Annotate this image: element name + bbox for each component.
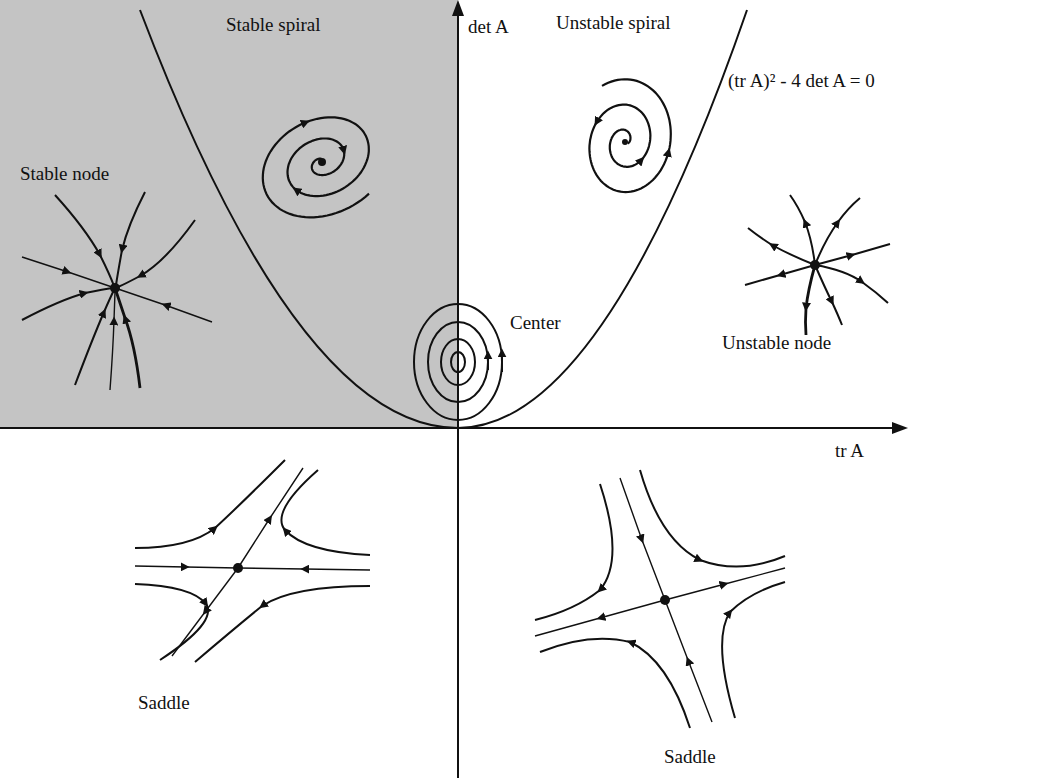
unstable-node-art xyxy=(745,195,890,335)
axis-arrowhead xyxy=(452,0,464,16)
fixed-point xyxy=(110,283,120,293)
equation-label: (tr A)² - 4 det A = 0 xyxy=(728,70,875,93)
axis-arrowhead xyxy=(892,422,908,434)
unstable-spiral-art xyxy=(589,79,670,192)
stable-spiral-art xyxy=(263,117,369,217)
region-label: Stable node xyxy=(20,163,109,186)
spiral-trajectory xyxy=(296,117,369,196)
stable-node-art xyxy=(22,192,212,390)
center-art xyxy=(414,304,502,420)
saddle-art xyxy=(535,470,785,728)
region-label: Unstable spiral xyxy=(556,12,671,35)
determinant-axis xyxy=(457,10,459,778)
axis-label: det A xyxy=(468,16,509,39)
parabola-curve xyxy=(140,10,747,428)
spiral-trajectory xyxy=(263,122,369,217)
spiral-trajectory xyxy=(589,123,668,192)
region-label: Unstable node xyxy=(722,332,831,355)
axis-label: tr A xyxy=(835,440,864,463)
region-label: Saddle xyxy=(138,692,190,715)
spiral-trajectory xyxy=(288,139,345,190)
region-label: Saddle xyxy=(664,746,716,769)
spiral-trajectory xyxy=(312,151,344,175)
fixed-point xyxy=(810,260,820,270)
fixed-point xyxy=(660,595,670,605)
stable-region xyxy=(0,0,458,428)
spiral-trajectory xyxy=(596,105,650,160)
fixed-point xyxy=(318,158,326,166)
fixed-point xyxy=(233,563,243,573)
fixed-point xyxy=(622,139,628,145)
spiral-trajectory xyxy=(602,79,671,151)
region-label: Center xyxy=(510,312,561,335)
saddle-art xyxy=(135,460,370,662)
spiral-trajectory xyxy=(610,130,642,167)
region-label: Stable spiral xyxy=(226,14,320,37)
